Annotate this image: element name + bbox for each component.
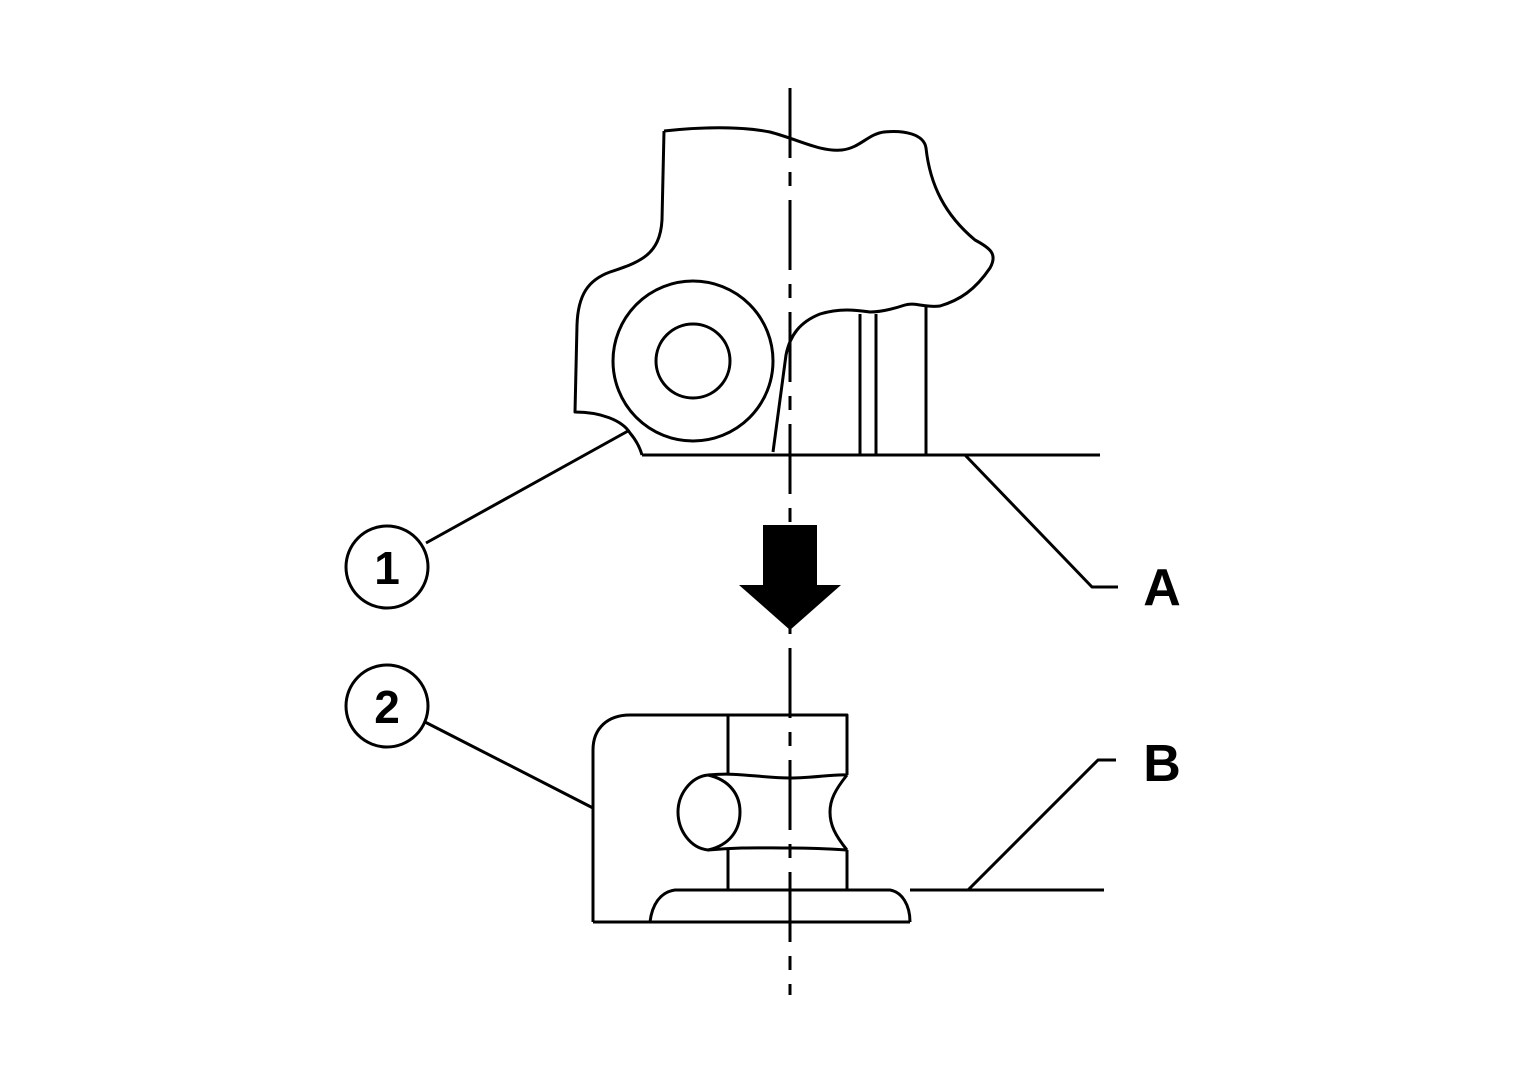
label-b-leader: [966, 758, 1116, 892]
part-2-upper-groove: [707, 772, 848, 780]
callout-1: 1: [344, 524, 430, 610]
callout-1-leader: [425, 429, 629, 545]
label-b: B: [1143, 735, 1181, 793]
label-a-leader: [963, 453, 1118, 589]
part-2-lower-groove: [707, 846, 848, 852]
callout-2-number: 2: [374, 681, 400, 733]
arrow-down-icon: [739, 525, 841, 630]
callout-2-circle: [344, 663, 430, 749]
callout-2: 2: [344, 663, 430, 749]
part-1-outline: [663, 126, 995, 453]
part-2-right-notch: [828, 774, 849, 851]
part-2-flange: [648, 888, 912, 923]
part-2-component: [591, 713, 912, 924]
callout-1-number: 1: [374, 542, 400, 594]
callout-1-circle: [344, 524, 430, 610]
part-1-inner-hole: [654, 322, 732, 400]
part-1-component: [573, 126, 1100, 457]
part-2-outline: [591, 713, 849, 922]
callout-2-leader: [424, 720, 594, 810]
label-a: A: [1143, 559, 1181, 617]
part-1-outer-ring: [611, 279, 775, 443]
part-1-left-edge: [573, 130, 666, 456]
part-2-left-recess: [676, 773, 742, 852]
